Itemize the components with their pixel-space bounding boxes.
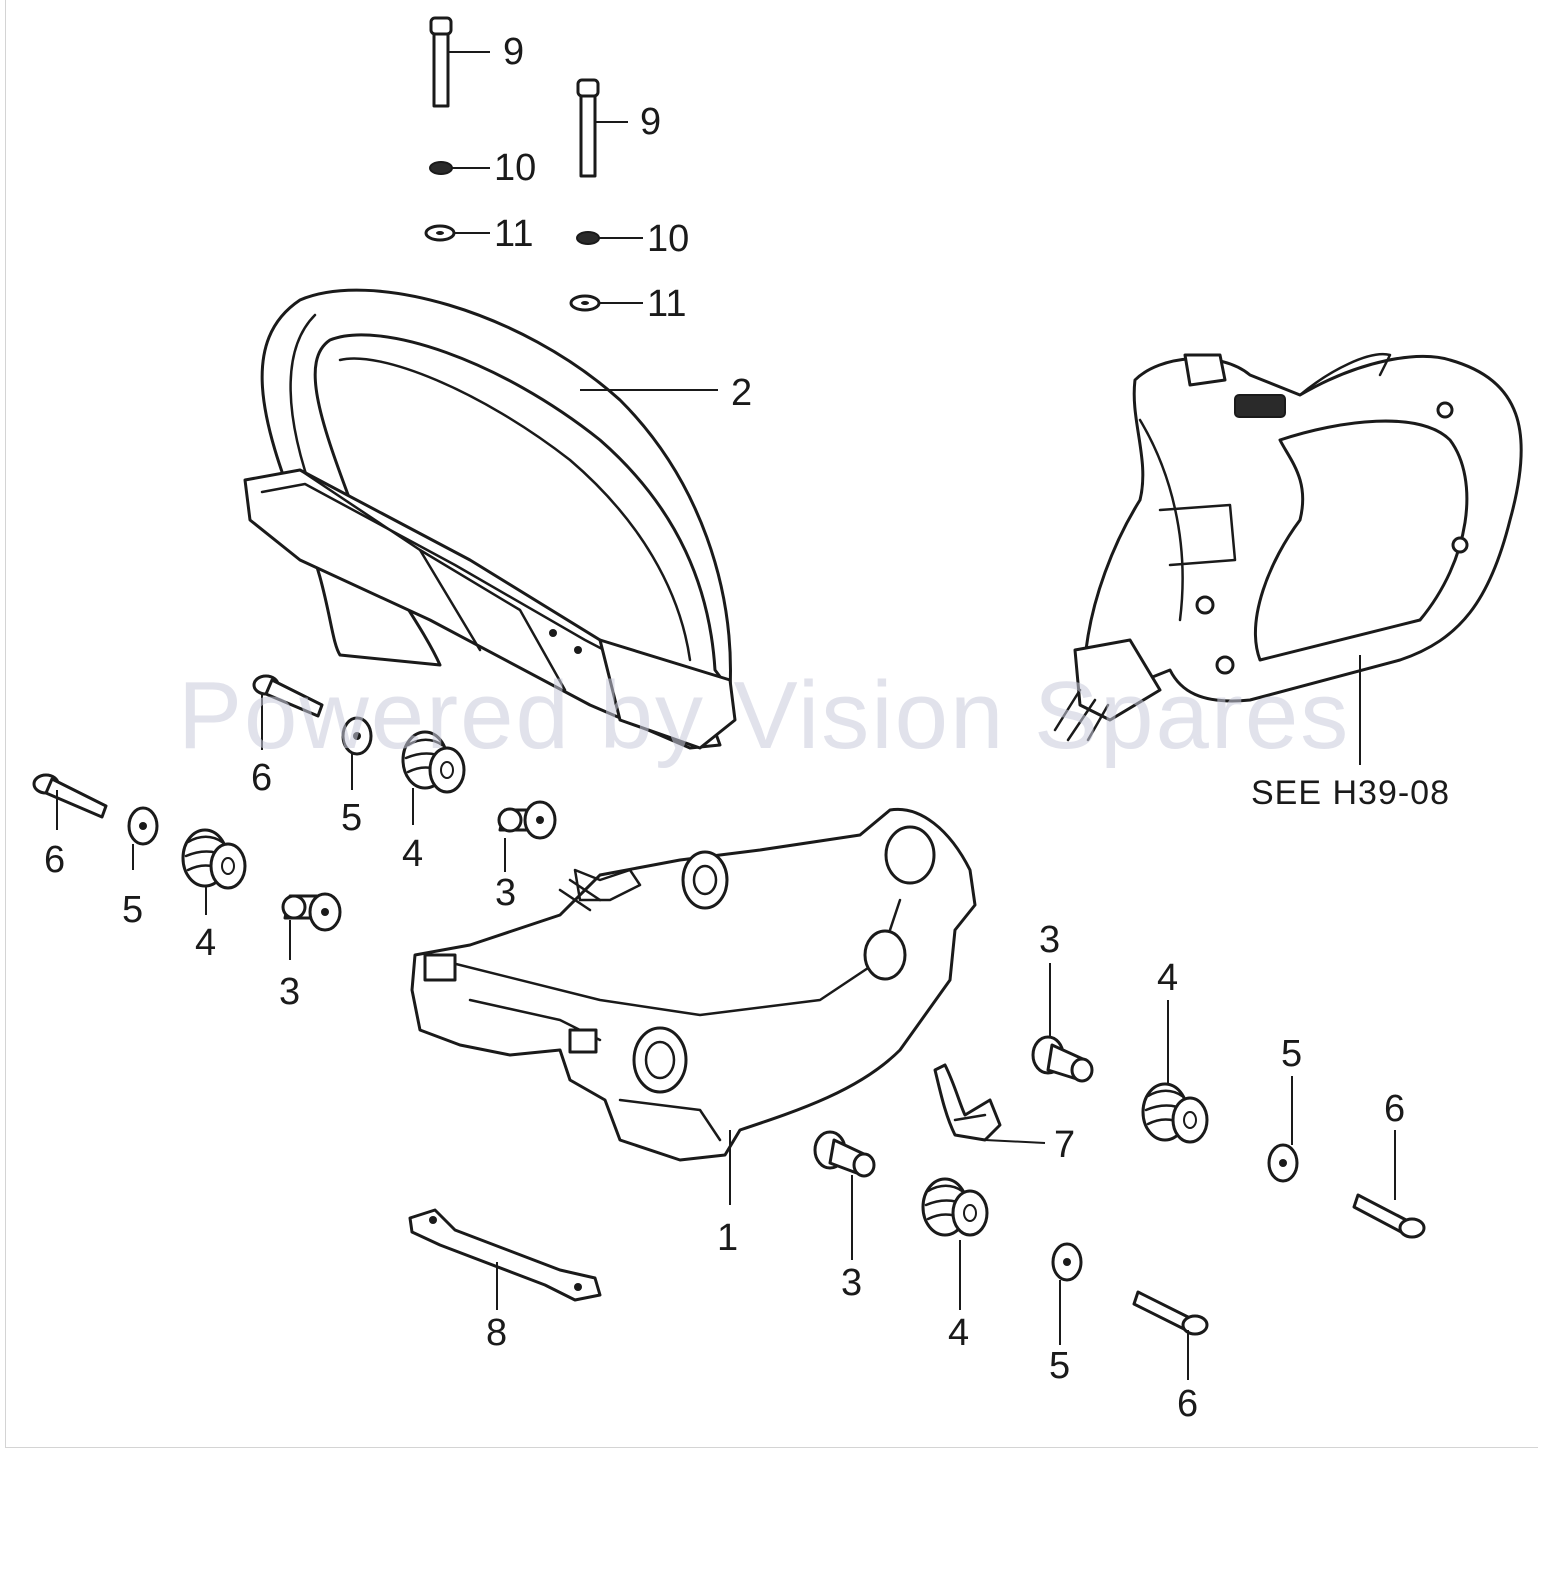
callout-3-upper-left: 3 — [495, 872, 516, 914]
reference-note: SEE H39-08 — [1251, 774, 1450, 812]
callout-6-upper-left: 6 — [251, 757, 272, 799]
part-1-main-frame — [410, 807, 977, 1162]
part-5-washer-right-lower — [1051, 1242, 1083, 1282]
callout-7: 7 — [1054, 1124, 1075, 1166]
diagram-frame — [5, 0, 1538, 1448]
callout-6-right-lower: 6 — [1177, 1383, 1198, 1425]
part-6-bolt-right-upper — [1352, 1193, 1426, 1239]
part-5-washer-upper-left — [341, 716, 373, 756]
part-9-screw-right — [576, 78, 600, 178]
callout-9-right: 9 — [640, 101, 661, 143]
callout-1: 1 — [717, 1217, 738, 1259]
callout-9-left: 9 — [503, 31, 524, 73]
part-11-washer-right — [569, 294, 601, 312]
callout-11-right: 11 — [647, 283, 686, 325]
callout-4-right-lower: 4 — [948, 1312, 969, 1354]
part-9-screw-left — [429, 16, 453, 108]
callout-3-left: 3 — [279, 971, 300, 1013]
callout-6-right-upper: 6 — [1384, 1088, 1405, 1130]
callout-3-right-lower: 3 — [841, 1262, 862, 1304]
callout-10-left: 10 — [494, 147, 536, 189]
part-8-plate — [408, 1208, 602, 1302]
part-10-lock-washer-right — [576, 231, 600, 245]
watermark-text: Powered by Vision Spares — [178, 662, 1350, 769]
part-11-washer-left — [424, 224, 456, 242]
callout-6-left: 6 — [44, 839, 65, 881]
callout-4-upper-left: 4 — [402, 833, 423, 875]
part-6-bolt-upper-left — [252, 674, 324, 718]
part-4-grommet-left — [181, 828, 247, 890]
callout-5-right-lower: 5 — [1049, 1345, 1070, 1387]
part-5-washer-left — [127, 806, 159, 846]
callout-5-left: 5 — [122, 889, 143, 931]
callout-10-right: 10 — [647, 218, 689, 260]
part-6-bolt-right-lower — [1132, 1290, 1209, 1336]
part-5-washer-right-upper — [1267, 1143, 1299, 1183]
part-10-lock-washer-left — [429, 161, 453, 175]
leader-lines — [56, 51, 1396, 1380]
part-4-grommet-right-lower — [921, 1177, 989, 1237]
callout-5-upper-left: 5 — [341, 797, 362, 839]
callout-3-right-upper: 3 — [1039, 919, 1060, 961]
rear-handle-assembly — [1053, 352, 1523, 742]
callout-4-left: 4 — [195, 922, 216, 964]
part-4-grommet-upper-left — [401, 730, 466, 794]
callout-4-right-upper: 4 — [1157, 957, 1178, 999]
part-3-bushing-right-lower — [813, 1130, 876, 1178]
part-2-front-handle — [243, 288, 737, 750]
callouts: 9 9 10 11 10 11 2 6 5 4 3 6 5 4 3 1 3 4 … — [44, 31, 1450, 1425]
callout-11-left: 11 — [494, 213, 533, 255]
part-3-bushing-right-upper — [1031, 1035, 1094, 1083]
part-7-clip — [933, 1063, 1002, 1142]
part-6-bolt-left — [32, 773, 108, 819]
part-3-bushing-left — [281, 892, 342, 932]
part-4-grommet-right-upper — [1141, 1082, 1209, 1144]
callout-8: 8 — [486, 1312, 507, 1354]
callout-5-right-upper: 5 — [1281, 1033, 1302, 1075]
callout-2: 2 — [731, 372, 752, 414]
part-3-bushing-upper-left — [497, 800, 557, 840]
